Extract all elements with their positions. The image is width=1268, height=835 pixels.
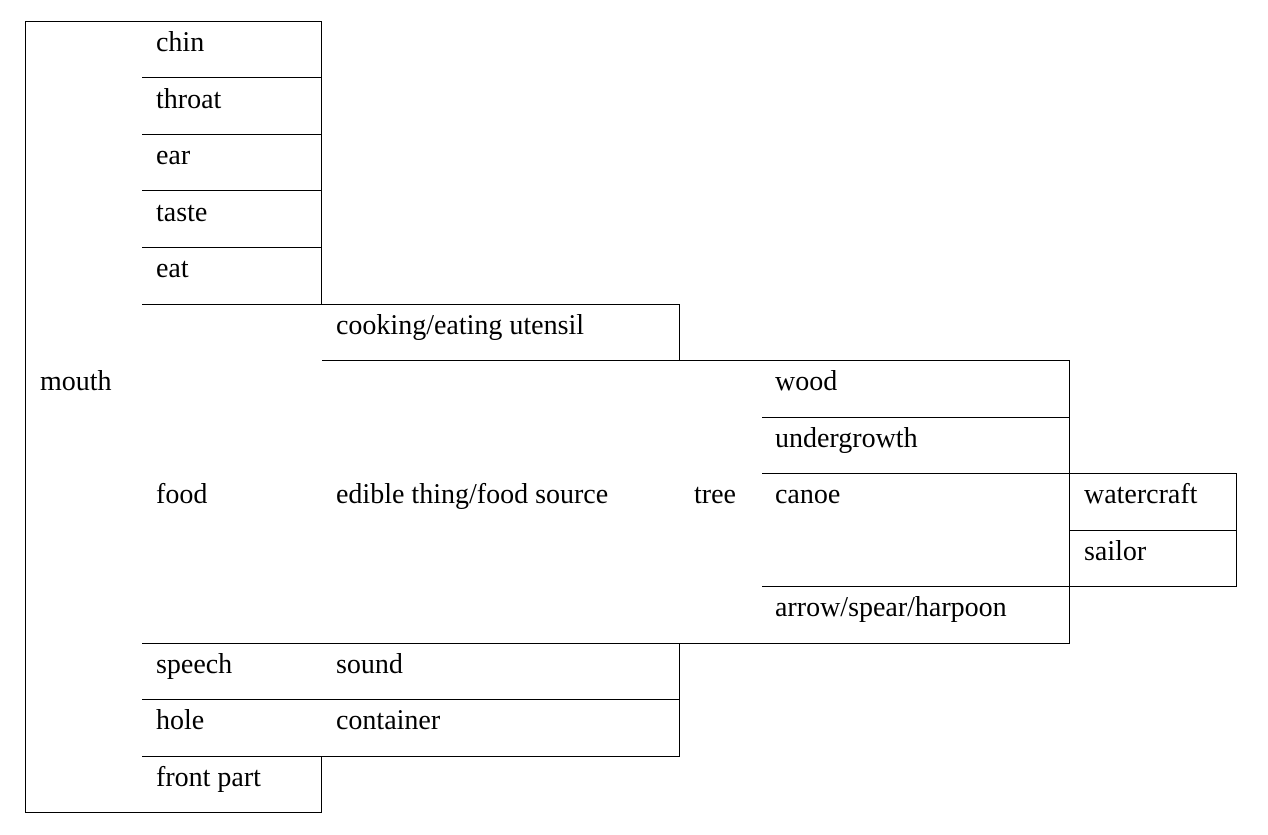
food-group-top — [142, 304, 680, 305]
node-edible: edible thing/food source — [336, 479, 609, 510]
node-eat: eat — [156, 253, 189, 284]
node-front-part: front part — [156, 762, 261, 793]
node-canoe: canoe — [775, 479, 841, 510]
mouth-box-bottom — [25, 812, 322, 813]
utensil-right — [679, 304, 680, 361]
speech-hole-right — [679, 643, 680, 757]
divider-taste-eat — [142, 247, 322, 248]
mouth-box-top — [25, 21, 322, 22]
divider-utensil-edible — [322, 360, 1070, 361]
node-throat: throat — [156, 84, 222, 115]
divider-hole-front — [142, 756, 680, 757]
divider-watercraft-sailor — [1070, 530, 1237, 531]
food-group-bottom — [142, 643, 1070, 644]
divider-ear-taste — [142, 190, 322, 191]
node-watercraft: watercraft — [1084, 479, 1198, 510]
divider-wood-undergrowth — [762, 417, 1070, 418]
divider-canoe-weapon — [762, 586, 1237, 587]
divider-speech-hole — [142, 699, 680, 700]
node-weapon: arrow/spear/harpoon — [775, 592, 1007, 623]
node-ear: ear — [156, 140, 191, 171]
node-tree: tree — [694, 479, 736, 510]
divider-throat-ear — [142, 134, 322, 135]
col1-right-top — [321, 21, 322, 305]
node-sailor: sailor — [1084, 536, 1147, 567]
node-undergrowth: undergrowth — [775, 423, 918, 454]
divider-undergrowth-canoe — [762, 473, 1237, 474]
node-chin: chin — [156, 27, 205, 58]
node-food: food — [156, 479, 208, 510]
mouth-box-left — [25, 21, 26, 813]
node-speech: speech — [156, 649, 233, 680]
col1-right-bottom — [321, 756, 322, 813]
node-taste: taste — [156, 197, 208, 228]
node-wood: wood — [775, 366, 838, 397]
node-container: container — [336, 705, 441, 736]
node-sound: sound — [336, 649, 403, 680]
tree-group-right — [1069, 360, 1070, 644]
node-hole: hole — [156, 705, 205, 736]
node-utensil: cooking/eating utensil — [336, 310, 585, 341]
divider-chin-throat — [142, 77, 322, 78]
node-mouth: mouth — [40, 366, 112, 397]
